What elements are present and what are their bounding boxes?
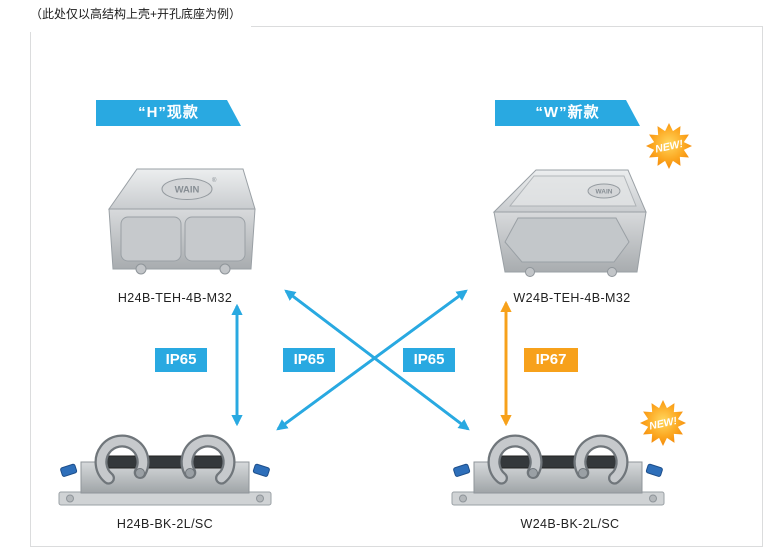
hood-h-panel-left xyxy=(120,216,182,262)
hood-w-front-facet xyxy=(504,217,630,263)
base-w-lever-left xyxy=(487,434,543,485)
base-w-opening xyxy=(491,455,625,469)
banner-h-label: “H”现款 xyxy=(138,104,199,121)
registered-mark-icon: ® xyxy=(212,177,217,184)
hood-h-screw-right xyxy=(219,263,231,275)
base-w-seal-right xyxy=(645,463,663,477)
banner-w-new: “W”新款 xyxy=(495,100,640,126)
wain-logo: WAIN xyxy=(175,185,200,196)
banner-h-current: “H”现款 xyxy=(96,100,241,126)
ip-rating-w-to-h: IP65 xyxy=(403,348,455,372)
base-h-flange xyxy=(58,491,272,506)
new-badge-base: NEW! xyxy=(640,400,686,446)
product-label-w-base: W24B-BK-2L/SC xyxy=(520,517,620,531)
product-label-h-base: H24B-BK-2L/SC xyxy=(116,517,214,531)
ip-rating-h-to-h: IP65 xyxy=(155,348,207,372)
ip-rating-w-to-w: IP67 xyxy=(524,348,578,372)
hood-w-screw-left xyxy=(525,267,535,277)
base-h-lever-right xyxy=(180,434,236,485)
hood-w-top-facet xyxy=(508,175,637,207)
hood-h-panel-right xyxy=(184,216,246,262)
new-badge-hood: NEW! xyxy=(646,123,692,169)
note-text: （此处仅以高结构上壳+开孔底座为例） xyxy=(30,5,252,32)
base-h-opening xyxy=(98,455,232,469)
base-w-flange xyxy=(451,491,665,506)
starburst-icon xyxy=(640,400,686,446)
hood-h-logo-oval xyxy=(161,178,213,200)
hood-w-screw-right xyxy=(607,267,617,277)
figure-border xyxy=(30,26,763,547)
hood-w-image: WAIN xyxy=(492,169,647,277)
base-w-bolt-right xyxy=(649,494,657,503)
new-badge-label: NEW! xyxy=(654,138,684,156)
base-h-seal-left xyxy=(60,463,78,477)
ip-rating-h-to-w: IP65 xyxy=(283,348,335,372)
starburst-icon xyxy=(646,123,692,169)
hood-h-screw-left xyxy=(135,263,147,275)
base-h-lever-left xyxy=(94,434,150,485)
base-h-image xyxy=(58,434,272,506)
hood-w-logo-oval xyxy=(587,183,621,199)
base-h-seal-right xyxy=(252,463,270,477)
product-label-w-hood: W24B-TEH-4B-M32 xyxy=(513,291,631,305)
new-badge-label: NEW! xyxy=(648,415,678,433)
base-h-bolt-right xyxy=(256,494,264,503)
base-w-seal-left xyxy=(453,463,471,477)
hood-h-image: WAIN ® xyxy=(108,168,256,275)
banner-w-label: “W”新款 xyxy=(535,104,600,121)
base-h-bolt-left xyxy=(66,494,74,503)
wain-logo: WAIN xyxy=(596,189,613,196)
base-w-lever-right xyxy=(573,434,629,485)
base-w-image xyxy=(451,434,665,506)
product-label-h-hood: H24B-TEH-4B-M32 xyxy=(117,291,233,305)
base-w-bolt-left xyxy=(459,494,467,503)
